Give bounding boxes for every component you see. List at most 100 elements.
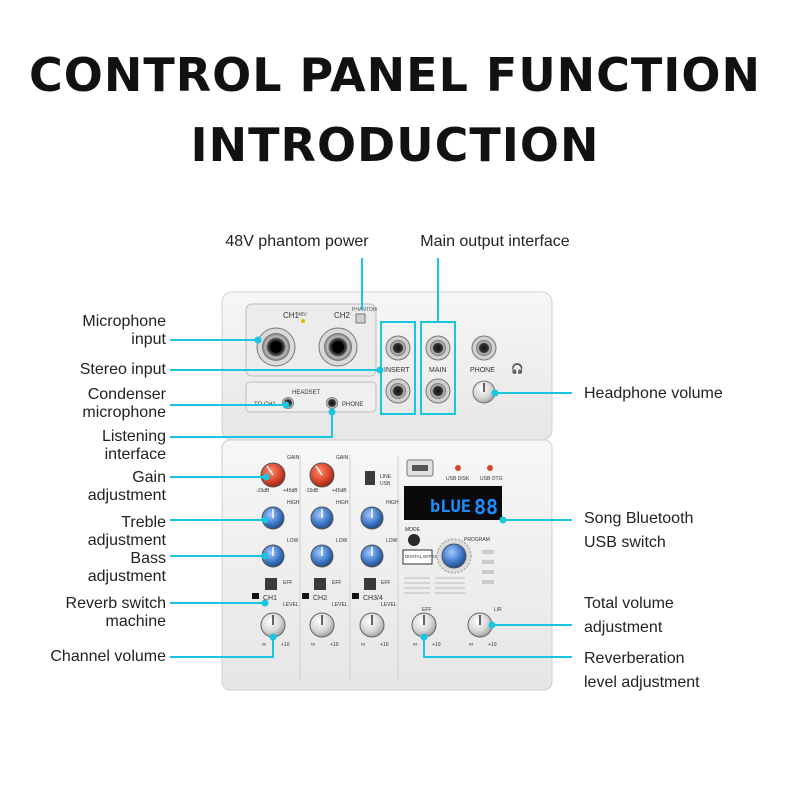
headphone-icon: 🎧	[511, 362, 523, 375]
ch2-level-knob[interactable]	[309, 612, 335, 638]
ch1-eff-switch[interactable]	[265, 578, 277, 590]
ch34-eff-label: EFF	[381, 580, 390, 586]
gain-adjustment-callout-1: Gain	[132, 469, 166, 486]
display-text: bLUE	[430, 497, 471, 517]
song-bluetooth-callout-1: Song Bluetooth	[584, 510, 694, 527]
ch1-level-knob[interactable]	[260, 612, 286, 638]
ch1-gain-label: GAIN	[287, 455, 300, 461]
ch2-eff-label: EFF	[332, 580, 341, 586]
ch34-level-min: ∞	[361, 642, 365, 648]
microphone-input-callout-1: Microphone	[82, 313, 166, 330]
48v-label: 48V	[298, 312, 308, 318]
phantom-led	[301, 319, 305, 323]
reverb-switch-callout-2: machine	[105, 613, 166, 630]
effect-preset-list	[404, 577, 465, 594]
line-usb-switch[interactable]	[365, 471, 375, 485]
ch1-marker	[252, 593, 259, 599]
ch1-gain-min: -15dB	[256, 488, 270, 494]
ch34-marker	[352, 593, 359, 599]
ch34-strip-label: CH3/4	[363, 595, 383, 602]
listening-jack[interactable]	[326, 397, 338, 409]
usb-port-slot	[412, 465, 428, 471]
bluetooth-display	[404, 486, 502, 520]
top-panel	[221, 291, 553, 441]
treble-adjustment-callout-2: adjustment	[87, 532, 166, 549]
ch2-label: CH2	[334, 311, 351, 320]
page-title-line-1: CONTROL PANEL FUNCTION	[28, 48, 762, 102]
ch1-low-label: LOW	[287, 538, 299, 544]
ch1-strip-label: CH1	[263, 595, 277, 602]
line-label: LINE	[380, 474, 392, 480]
ch2-low-knob[interactable]	[310, 544, 334, 568]
reverberation-level-callout-2: level adjustment	[584, 674, 700, 691]
ch1-high-label: HIGH	[287, 500, 300, 506]
ch2-gain-label: GAIN	[336, 455, 349, 461]
ch2-combo-jack[interactable]	[318, 327, 358, 367]
ch34-level-label: LEVEL	[381, 602, 397, 608]
gain-adjustment-callout-2: adjustment	[87, 487, 166, 504]
mode-label: MODE	[405, 527, 421, 533]
reverberation-level-callout-1: Reverberation	[584, 650, 685, 667]
bass-adjustment-callout-1: Bass	[130, 550, 166, 567]
insert-jack-bottom[interactable]	[385, 378, 411, 404]
digital-effect-box	[402, 549, 433, 565]
reverb-level-min: ∞	[413, 642, 417, 648]
program-knob[interactable]	[436, 538, 472, 574]
usb-otg-led	[487, 465, 493, 471]
master-volume-knob[interactable]	[467, 612, 493, 638]
ch1-high-knob[interactable]	[261, 506, 285, 530]
ch2-high-knob[interactable]	[310, 506, 334, 530]
ch2-level-label: LEVEL	[332, 602, 348, 608]
program-label: PROGRAM	[464, 537, 490, 543]
ch1-gain-max: +45dB	[283, 488, 298, 494]
ch34-level-knob[interactable]	[359, 612, 385, 638]
total-volume-callout-2: adjustment	[584, 619, 663, 636]
ch34-low-label: LOW	[386, 538, 398, 544]
microphone-input-callout-2: input	[131, 331, 166, 348]
phantom-label: PHANTOM	[352, 307, 377, 313]
headset-label: HEADSET	[292, 390, 321, 396]
ch2-eff-switch[interactable]	[314, 578, 326, 590]
main-jack-top[interactable]	[425, 335, 451, 361]
ch2-level-max: +10	[330, 642, 339, 648]
ch2-gain-min: -15dB	[305, 488, 319, 494]
listening-interface-callout-1: Listening	[101, 428, 166, 445]
ch1-level-min: ∞	[262, 642, 266, 648]
headphone-volume-callout: Headphone volume	[584, 385, 723, 402]
usb-otg-label: USB OTG	[480, 476, 503, 482]
phantom-switch[interactable]	[355, 313, 366, 324]
phone-label: PHONE	[470, 367, 495, 374]
ch1-combo-jack[interactable]	[256, 327, 296, 367]
ch1-label: CH1	[283, 311, 300, 320]
insert-label: INSERT	[384, 367, 410, 374]
ch2-strip-label: CH2	[313, 595, 327, 602]
insert-jack-top[interactable]	[385, 335, 411, 361]
eff-level-label: EFF	[422, 607, 431, 613]
total-volume-callout-1: Total volume	[584, 595, 674, 612]
ch34-low-knob[interactable]	[360, 544, 384, 568]
phantom-power-callout: 48V phantom power	[225, 233, 369, 250]
condenser-microphone-callout-2: microphone	[82, 404, 166, 421]
listening-interface-callout-2: interface	[104, 446, 166, 463]
display-number: 88	[474, 495, 498, 519]
ch1-gain-knob[interactable]	[260, 462, 286, 488]
reverb-level-knob[interactable]	[411, 612, 437, 638]
main-jack-bottom[interactable]	[425, 378, 451, 404]
channel-volume-callout: Channel volume	[50, 648, 166, 665]
ch34-high-knob[interactable]	[360, 506, 384, 530]
usb-disk-label: USB DISK	[446, 476, 470, 482]
ch2-gain-knob[interactable]	[309, 462, 335, 488]
lr-label: L/R	[494, 607, 502, 613]
ch1-level-max: +10	[281, 642, 290, 648]
ch34-eff-switch[interactable]	[364, 578, 376, 590]
ch2-level-min: ∞	[311, 642, 315, 648]
ch1-eff-label: EFF	[283, 580, 292, 586]
callout-lines	[170, 258, 572, 658]
phone-jack-main[interactable]	[471, 335, 497, 361]
ch2-high-label: HIGH	[336, 500, 349, 506]
song-bluetooth-callout-2: USB switch	[584, 534, 666, 551]
ch2-low-label: LOW	[336, 538, 348, 544]
mode-button[interactable]	[408, 534, 420, 546]
reverb-level-max: +10	[432, 642, 441, 648]
